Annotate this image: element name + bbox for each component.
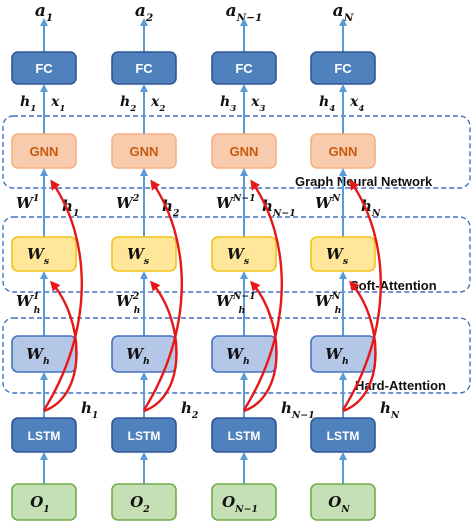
group-soft-label: Soft-Attention [350,278,437,293]
ws-label: Ws [127,245,150,267]
obs-label: ON−1 [222,493,258,515]
ws-label: Ws [27,245,50,267]
fc-input-h: h1 [20,94,36,114]
lstm-output-h: h2 [181,399,199,421]
lstm-label: LSTM [327,429,360,443]
skip-curve-to-gnn [242,179,283,411]
gnn-input-h: h1 [62,197,79,219]
gnn-input-h: hN−1 [262,197,296,219]
skip-curve-to-ws [143,280,178,413]
obs-box [211,483,277,521]
group-gnn-border [2,115,471,189]
obs-box [111,483,177,521]
fc-input-h: h4 [319,94,335,114]
group-gnn-label: Graph Neural Network [295,174,433,189]
fc-input-h: h3 [220,94,236,114]
gnn-input-w: WN−1 [216,193,256,212]
obs-box [310,483,376,521]
skip-curve-to-gnn [341,179,382,411]
group-soft-attention: Soft-Attention [2,216,471,293]
skip-curve-to-gnn [42,179,83,411]
fc-label: FC [35,61,53,76]
wh-label: Wh [325,345,349,367]
wh-label: Wh [126,345,150,367]
group-hard-border [2,317,471,394]
lstm-output-h: hN−1 [281,399,315,421]
skip-curve-to-ws [243,280,278,413]
obs-label: O1 [30,493,50,515]
skip-curve-to-ws [342,280,377,413]
obs-label: O2 [130,493,150,515]
gnn-label: GNN [230,144,259,159]
lstm-label: LSTM [28,429,61,443]
wh-label: Wh [26,345,50,367]
gnn-label: GNN [130,144,159,159]
group-hard-label: Hard-Attention [355,378,446,393]
fc-input-x: x2 [150,94,165,114]
fc-label: FC [235,61,253,76]
gnn-label: GNN [30,144,59,159]
gnn-input-h: hN [361,197,381,219]
group-gnn: Graph Neural Network [2,115,471,189]
output-label: a2 [135,1,153,24]
gnn-input-w: W1 [16,193,39,212]
lstm-label: LSTM [228,429,261,443]
gnn-input-h: h2 [162,197,180,219]
output-label: a1 [35,1,53,24]
lstm-output-h: h1 [81,399,98,421]
lstm-label: LSTM [128,429,161,443]
output-label: aN [333,1,354,24]
obs-label: ON [328,493,350,515]
gnn-input-w: WN [315,193,341,212]
group-hard-attention: Hard-Attention [2,317,471,394]
fc-input-x: x4 [349,94,364,114]
fc-input-h: h2 [120,94,136,114]
group-soft-border [2,216,471,293]
skip-curve-to-ws [43,280,78,413]
obs-box [11,483,77,521]
gnn-label: GNN [329,144,358,159]
fc-input-x: x1 [50,94,65,114]
wh-label: Wh [226,345,250,367]
fc-input-x: x3 [250,94,265,114]
ws-label: Ws [227,245,250,267]
lstm-output-h: hN [380,399,400,421]
ws-label: Ws [326,245,349,267]
fc-label: FC [135,61,153,76]
fc-label: FC [334,61,352,76]
skip-curve-to-gnn [142,179,183,411]
gnn-input-w: W2 [116,193,140,212]
